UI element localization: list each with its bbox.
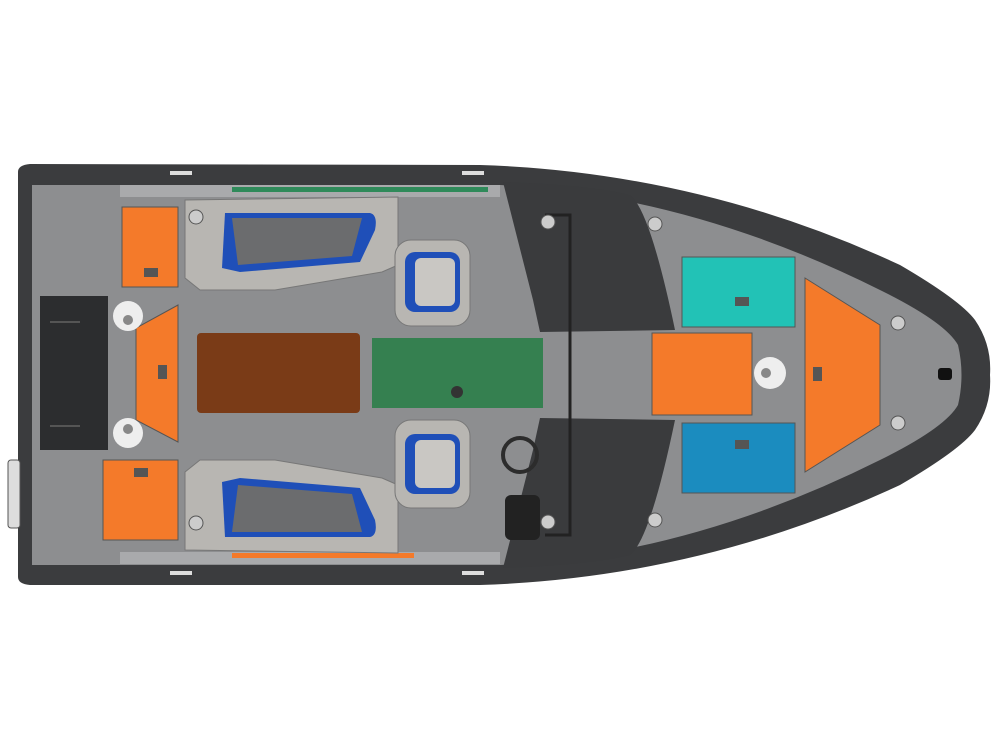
cleat-icon	[170, 171, 484, 575]
chair-top[interactable]	[394, 239, 471, 327]
teak-floor	[197, 333, 360, 413]
stern-ladder[interactable]	[7, 459, 21, 529]
storage-hatch-bow-front[interactable]	[804, 277, 881, 473]
cup-holder-icon	[113, 301, 143, 331]
side-seat-bottom[interactable]	[184, 459, 399, 554]
cup-holder-icon	[754, 357, 786, 389]
side-seat-top[interactable]	[184, 196, 399, 291]
green-stripe	[232, 187, 488, 192]
bolt-icon	[188, 209, 906, 531]
storage-hatch-bow-blue[interactable]	[681, 422, 796, 494]
windshield-frame	[545, 213, 572, 537]
storage-hatch-stern-center[interactable]	[135, 304, 179, 443]
cup-holder-icon	[113, 418, 143, 448]
pedestal-base-icon	[451, 386, 463, 398]
storage-hatch-stern-bottom[interactable]	[102, 459, 179, 541]
steering-wheel-icon[interactable]	[501, 436, 539, 474]
chair-bottom[interactable]	[394, 419, 471, 509]
bow-light	[938, 368, 952, 380]
console-starboard	[503, 418, 675, 568]
orange-stripe	[232, 553, 414, 558]
storage-hatch-bow-orange[interactable]	[651, 332, 753, 416]
hatch-latch-icon	[134, 268, 822, 477]
storage-hatch-bow-teal[interactable]	[681, 256, 796, 328]
throttle-panel	[505, 495, 540, 540]
